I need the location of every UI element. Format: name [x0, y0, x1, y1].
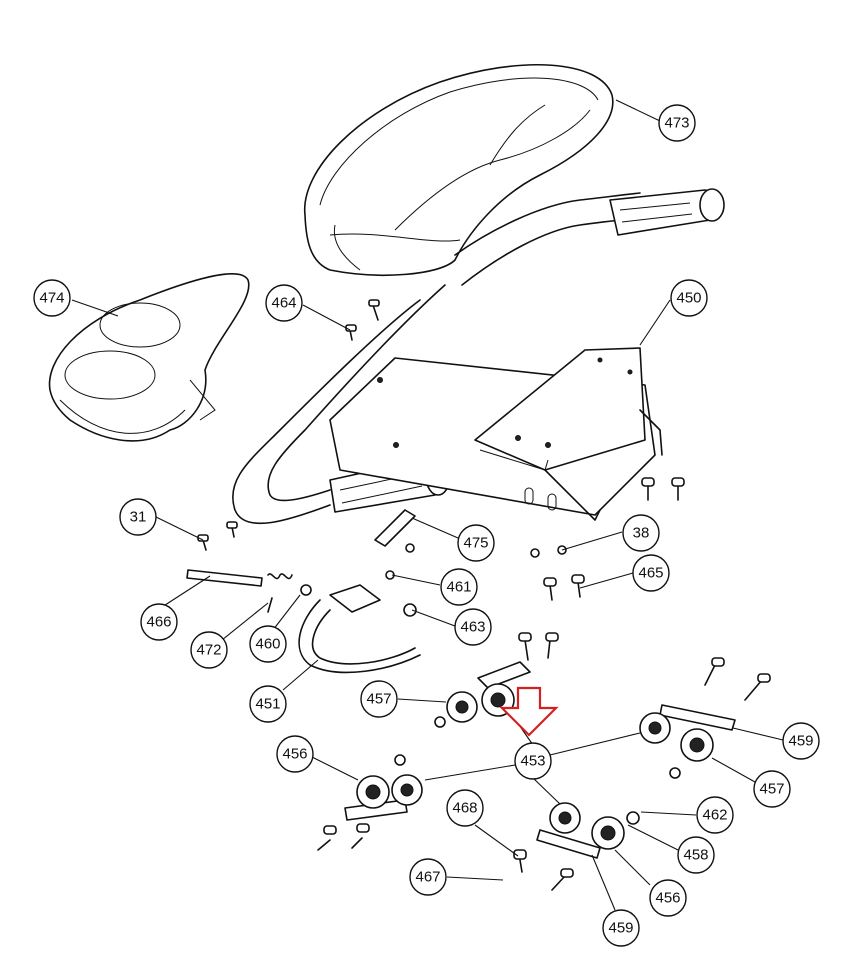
callout-467: 467: [409, 858, 447, 896]
highlight-arrow: [499, 686, 559, 737]
svg-text:460: 460: [255, 636, 280, 653]
callout-466: 466: [140, 603, 178, 641]
seat: [304, 64, 614, 276]
callout-473: 473: [658, 104, 696, 142]
svg-text:467: 467: [415, 869, 440, 886]
svg-text:465: 465: [638, 565, 663, 582]
svg-text:472: 472: [196, 642, 221, 659]
callout-456-bottom: 456: [649, 879, 687, 917]
svg-text:466: 466: [146, 614, 171, 631]
screws-upper: [197, 299, 685, 601]
svg-text:473: 473: [664, 115, 689, 132]
callout-465: 465: [632, 554, 670, 592]
svg-text:38: 38: [633, 525, 650, 542]
callout-31: 31: [119, 498, 157, 536]
svg-text:464: 464: [271, 295, 296, 312]
callout-450: 450: [670, 279, 708, 317]
svg-text:475: 475: [463, 535, 488, 552]
callout-472: 472: [190, 631, 228, 669]
callout-459-bottom: 459: [602, 909, 640, 947]
callout-456-left: 456: [276, 735, 314, 773]
callout-458: 458: [677, 836, 715, 874]
callout-38: 38: [622, 514, 660, 552]
strap-clip: [374, 509, 416, 547]
roller-assemblies: [317, 632, 771, 891]
svg-text:462: 462: [702, 807, 727, 824]
svg-text:459: 459: [788, 733, 813, 750]
svg-text:31: 31: [130, 509, 147, 526]
svg-text:451: 451: [255, 696, 280, 713]
svg-text:463: 463: [460, 619, 485, 636]
callout-475: 475: [457, 524, 495, 562]
seat-bracket-plate: [329, 347, 663, 521]
svg-text:456: 456: [282, 746, 307, 763]
callout-468: 468: [446, 789, 484, 827]
callout-474: 474: [33, 279, 71, 317]
svg-text:459: 459: [608, 920, 633, 937]
svg-text:468: 468: [452, 800, 477, 817]
callout-461: 461: [440, 568, 478, 606]
svg-text:474: 474: [39, 290, 64, 307]
callout-463: 463: [454, 608, 492, 646]
svg-text:458: 458: [683, 847, 708, 864]
callout-453: 453: [514, 742, 552, 780]
svg-text:453: 453: [520, 753, 545, 770]
callout-464: 464: [265, 284, 303, 322]
leader-lines: [71, 99, 784, 911]
callout-459-right: 459: [782, 722, 820, 760]
svg-text:457: 457: [366, 691, 391, 708]
callout-457-upper: 457: [360, 680, 398, 718]
svg-text:461: 461: [446, 579, 471, 596]
callout-451: 451: [249, 685, 287, 723]
svg-text:457: 457: [759, 781, 784, 798]
bottle-holder: [48, 273, 250, 442]
callout-457-right: 457: [753, 770, 791, 808]
callout-460: 460: [249, 625, 287, 663]
adjustment-mechanism: [186, 569, 421, 674]
callout-462: 462: [696, 796, 734, 834]
svg-text:456: 456: [655, 890, 680, 907]
svg-text:450: 450: [676, 290, 701, 307]
